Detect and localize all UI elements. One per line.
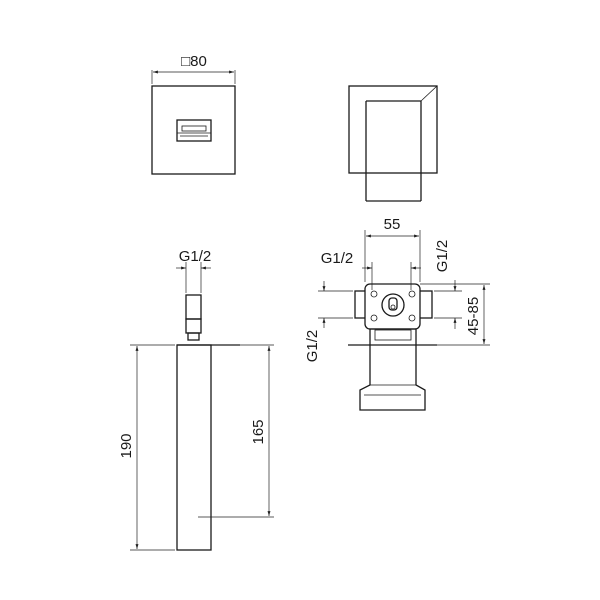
label-height-165: 165 — [250, 419, 267, 444]
thread-connector — [185, 294, 202, 320]
dimension-thread-mid: G1/2 — [321, 250, 421, 290]
dimension-depth-45-85: 45-85 — [420, 283, 490, 346]
front-plate — [151, 85, 236, 175]
valve-lower-body — [359, 328, 426, 411]
label-width-55: 55 — [384, 216, 401, 233]
front-view: □80 — [151, 53, 236, 175]
dimension-thread-vertical: G1/2 — [304, 281, 353, 362]
dimension-thread-right: G1/2 — [434, 240, 462, 329]
side-plate — [348, 85, 438, 174]
dimension-width-55: 55 — [364, 216, 421, 282]
label-width-80: □80 — [181, 53, 207, 70]
label-thread-right: G1/2 — [434, 240, 451, 273]
spout-outlet — [176, 119, 212, 142]
label-thread-vertical: G1/2 — [304, 330, 321, 363]
dimension-height-190: 190 — [118, 344, 175, 551]
valve-assembly: 55 G1/2 G1/2 45-85 — [304, 216, 490, 411]
label-thread-left: G1/2 — [179, 248, 212, 265]
dimension-thread-left: G1/2 — [176, 248, 211, 293]
label-height-190: 190 — [118, 433, 135, 458]
label-depth-45-85: 45-85 — [465, 297, 482, 335]
label-thread-mid: G1/2 — [321, 250, 354, 267]
side-view — [348, 85, 438, 202]
dimension-height-165: 165 — [198, 344, 274, 518]
left-assembly: G1/2 190 165 — [118, 248, 274, 551]
spout-body — [176, 344, 212, 551]
dimension-width-80: □80 — [151, 53, 236, 84]
